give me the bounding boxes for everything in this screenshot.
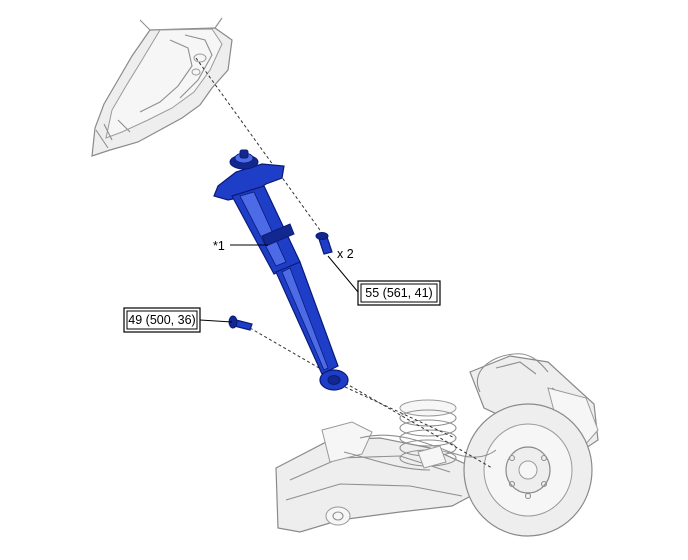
lower-mount-alignment-line — [249, 327, 493, 469]
lower-suspension-assembly — [275, 353, 599, 537]
torque-lower-value: 49 (500, 36) — [128, 313, 195, 327]
shock-absorber — [213, 149, 349, 391]
torque-upper-leader — [327, 255, 359, 293]
torque-callout-lower: 49 (500, 36) — [123, 307, 233, 333]
lower-mount-bolt — [228, 315, 253, 331]
coil-spring — [399, 399, 457, 467]
lower-mount-alignment-line-2 — [329, 379, 456, 439]
torque-lower-leader — [199, 319, 233, 323]
torque-callout-upper: 55 (561, 41) — [327, 255, 441, 306]
upper-mount-bolt — [315, 232, 333, 255]
wheel-house-panel — [91, 17, 233, 157]
brake-disc — [463, 403, 593, 537]
part-number-label: *1 — [213, 239, 225, 253]
torque-upper-value: 55 (561, 41) — [365, 286, 432, 300]
quantity-label: x 2 — [337, 247, 354, 261]
